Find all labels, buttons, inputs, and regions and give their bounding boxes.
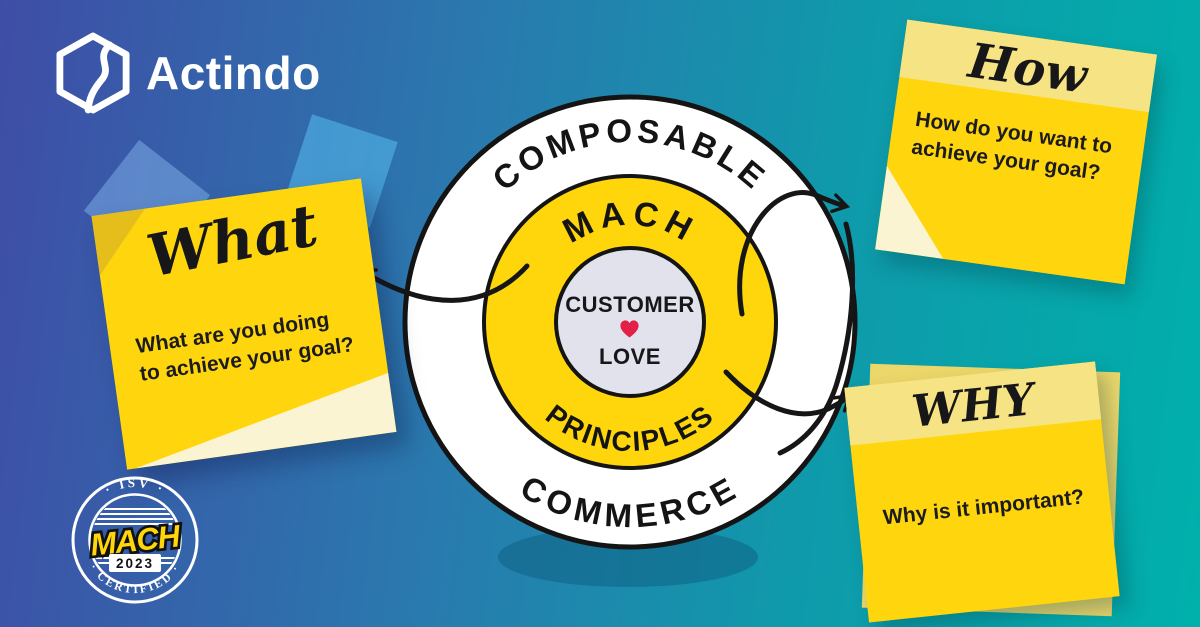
actindo-logo: Actindo <box>56 32 321 114</box>
sticky-note-what: What What are you doing to achieve your … <box>91 178 397 470</box>
page-curl-icon <box>875 152 972 261</box>
note-body-why: Why is it important? <box>882 485 1086 530</box>
sticky-note-why: WHY Why is it important? <box>844 361 1120 623</box>
actindo-wordmark: Actindo <box>146 47 321 99</box>
center-circle <box>554 246 706 398</box>
mach-certified-badge: · ISV · MACH 2023 · CERTIFIED · <box>71 475 199 604</box>
actindo-logo-icon <box>56 32 130 114</box>
arrow-loop-right <box>777 221 856 456</box>
heart-icon <box>620 320 639 338</box>
circle-shadow <box>498 527 758 587</box>
note-body-what: What are you doing to achieve your goal? <box>134 308 356 386</box>
love-label: LOVE <box>599 344 661 369</box>
customer-label: CUSTOMER <box>565 292 695 317</box>
sticky-note-how: How How do you want to achieve your goal… <box>875 19 1157 285</box>
arrow-to-what <box>357 263 530 303</box>
note-body-how: How do you want to achieve your goal? <box>910 107 1114 185</box>
badge-year: 2023 <box>116 556 154 571</box>
arrow-to-why <box>723 369 853 417</box>
arrow-to-how <box>737 190 851 317</box>
